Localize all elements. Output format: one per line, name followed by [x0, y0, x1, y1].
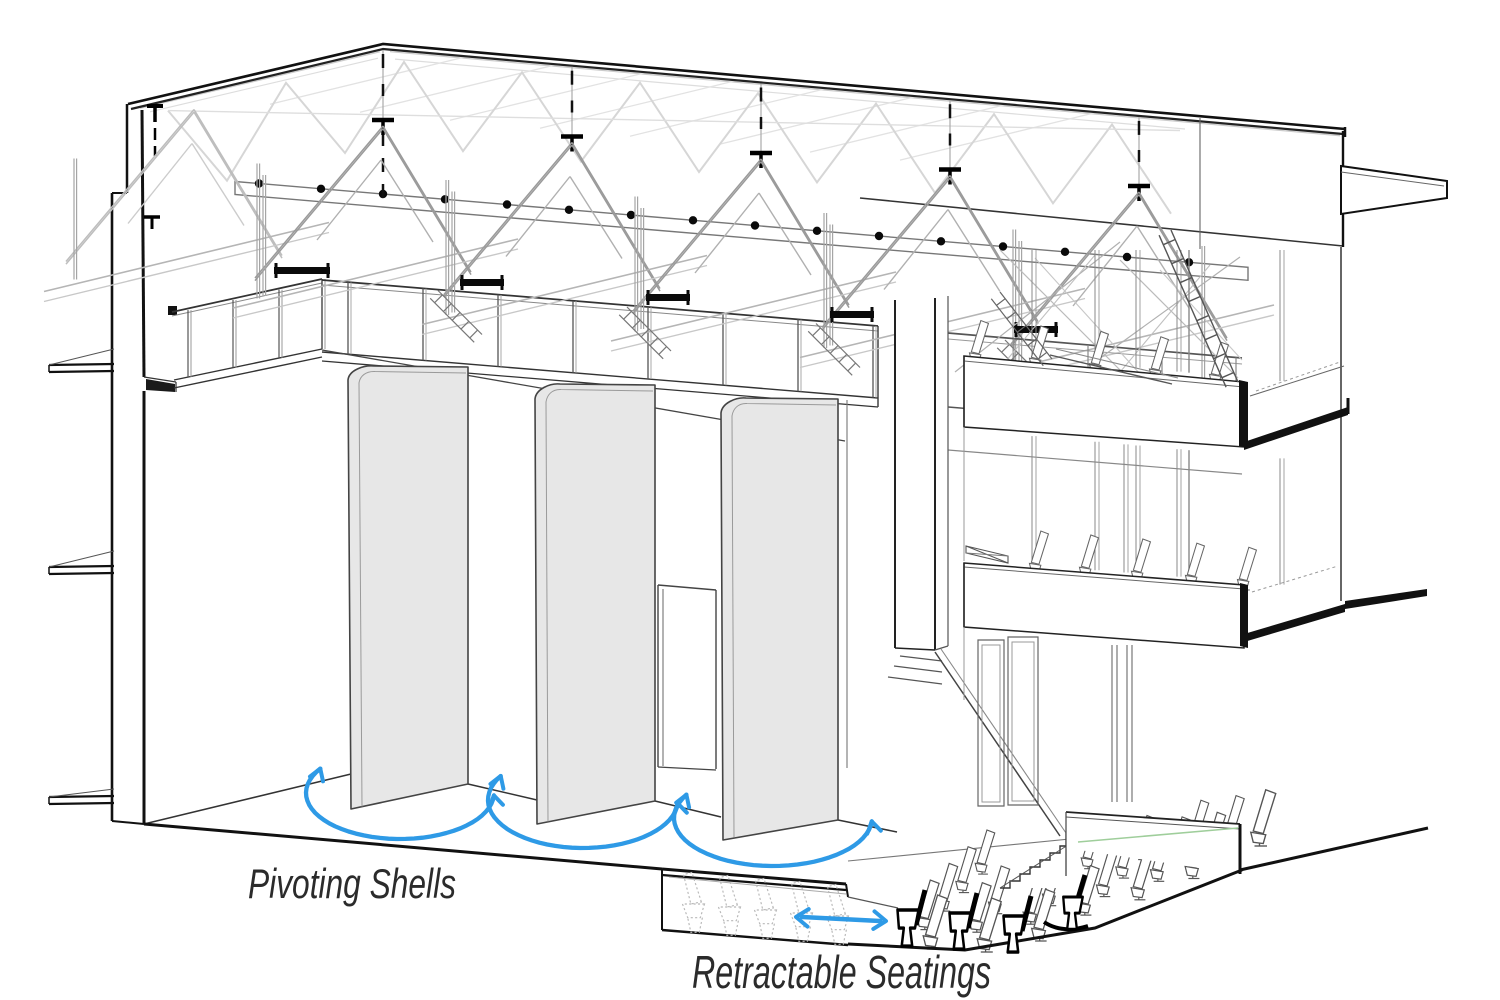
- svg-text:Retractable Seatings: Retractable Seatings: [692, 946, 991, 998]
- svg-text:Pivoting Shells: Pivoting Shells: [248, 860, 456, 907]
